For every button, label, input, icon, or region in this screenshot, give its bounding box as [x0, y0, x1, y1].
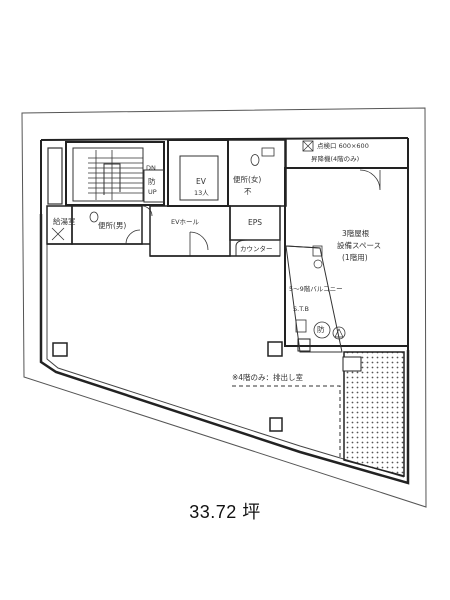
toilet-fixture-m: [89, 211, 99, 223]
label-up: UP: [148, 188, 157, 196]
label-pantry: 給湯室: [53, 217, 76, 226]
alarm-circle: [332, 326, 346, 340]
label-fire-2: 防: [317, 325, 325, 334]
terrace-column: [342, 356, 362, 372]
smoke-room-outline: [232, 385, 341, 458]
column-3: [269, 417, 283, 432]
outer-frame: [21, 107, 427, 508]
terrace-hatched: [343, 351, 405, 477]
door-male: [125, 229, 141, 245]
stair-treads: [88, 150, 143, 200]
stair-arrow: [103, 163, 121, 195]
drain-circle: [313, 259, 323, 269]
label-toilet-male: 便所(男): [98, 221, 127, 230]
counter: [235, 239, 281, 257]
fire-symbol-circle: [313, 321, 331, 339]
pantry-x2: [51, 227, 65, 241]
alarm-triangle: [334, 328, 344, 338]
label-female-symbol: 不: [244, 187, 252, 196]
label-equipment-1: 3階屋根: [342, 229, 370, 238]
inspection-x2: [302, 140, 314, 152]
exterior-wall: [39, 214, 410, 485]
stair-wall-inner: [72, 147, 144, 202]
stair-landing: [143, 169, 165, 203]
balcony-box: [295, 319, 307, 333]
label-toilet-female: 便所(女): [233, 175, 262, 184]
label-fire: 防: [148, 177, 156, 186]
stair-handrail: [47, 147, 63, 205]
sink-f: [261, 147, 275, 157]
label-equipment-3: (1階用): [342, 253, 368, 262]
eq-door: [359, 169, 381, 191]
corridor-line: [286, 245, 321, 249]
toilet-female-room: [227, 139, 287, 207]
label-eps: EPS: [248, 218, 263, 227]
top-wall-2: [40, 137, 409, 141]
label-balcony-sub: S.T.B: [293, 305, 309, 313]
toilet-fixture-f1: [250, 154, 260, 166]
label-lift: 昇降機(4階のみ): [311, 155, 360, 163]
label-smoke-room: ※4階のみ：排出し室: [232, 373, 304, 382]
exterior-wall-inner: [46, 214, 405, 478]
door-core: [141, 205, 153, 217]
label-ev-hall: EVホール: [171, 218, 200, 226]
floor-area: 33.72 坪: [189, 502, 261, 522]
label-inspection: 点検口 600×600: [317, 142, 369, 150]
column-1: [52, 342, 68, 357]
ev-car: [179, 155, 219, 201]
label-ev: EV: [196, 177, 206, 186]
inspection-box: [302, 140, 314, 152]
column-2: [267, 341, 283, 357]
column-4: [297, 338, 311, 352]
label-equipment-2: 設備スペース: [337, 241, 382, 250]
drain-box-top: [312, 245, 323, 257]
label-counter: カウンター: [240, 245, 273, 253]
label-dn: DN: [146, 164, 156, 172]
label-ev-capacity: 13人: [194, 189, 209, 197]
ev-hall-door: [189, 231, 209, 256]
label-balcony: 5～9階バルコニー: [289, 285, 343, 293]
